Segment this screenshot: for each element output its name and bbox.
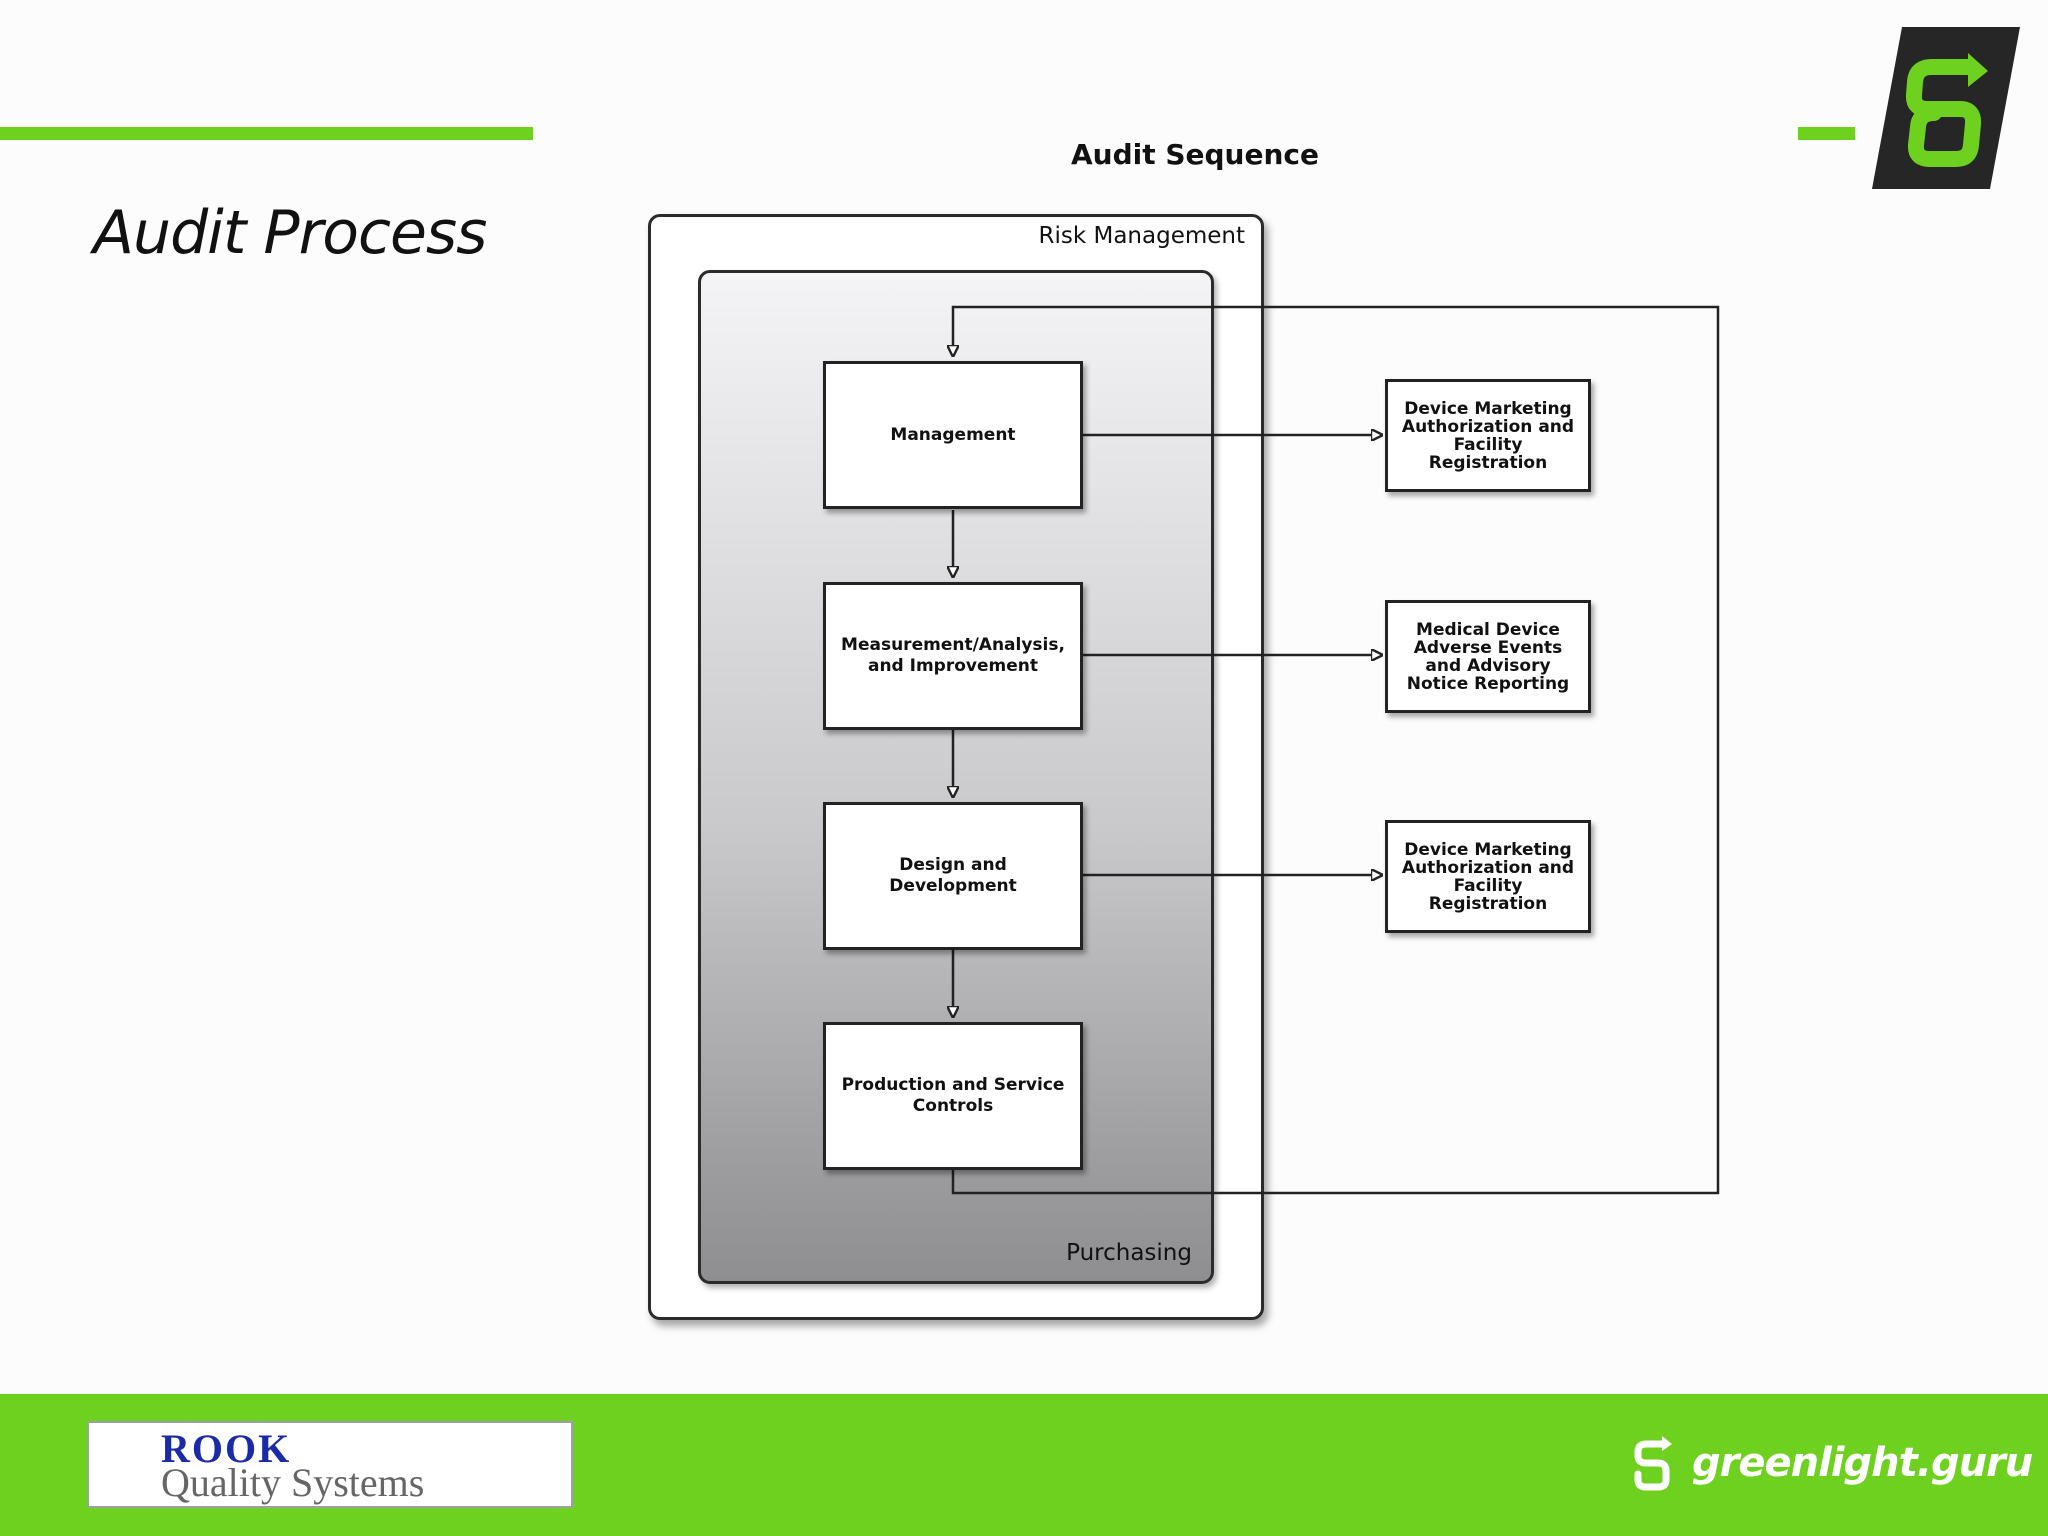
process-step-measurement: Measurement/Analysis, and Improvement (823, 582, 1083, 730)
greenlight-guru-wordmark: greenlight.guru (1692, 1440, 2033, 1486)
purchasing-label: Purchasing (1066, 1240, 1192, 1266)
rook-quality-systems-logo: ROOK Quality Systems (87, 1421, 573, 1508)
rook-logo-subtitle: Quality Systems (161, 1460, 425, 1505)
process-step-management: Management (823, 361, 1083, 509)
top-accent-bar-left (0, 127, 533, 140)
top-accent-bar-right (1798, 127, 1855, 140)
greenlight-guru-g-icon (1634, 1436, 1672, 1491)
risk-management-label: Risk Management (1038, 223, 1246, 249)
side-box-registration-1: Device Marketing Authorization and Facil… (1385, 379, 1591, 492)
slide-title: Audit Process (93, 198, 487, 268)
rook-logo-name: ROOK (161, 1426, 292, 1471)
process-step-production: Production and Service Controls (823, 1022, 1083, 1170)
greenlight-guru-g-logo-icon (1872, 27, 2020, 189)
side-box-registration-2: Device Marketing Authorization and Facil… (1385, 820, 1591, 933)
feedback-loop-arrow (953, 305, 1720, 1195)
process-step-design: Design and Development (823, 802, 1083, 950)
side-box-adverse-events: Medical Device Adverse Events and Adviso… (1385, 600, 1591, 713)
diagram-title: Audit Sequence (1070, 138, 1320, 171)
